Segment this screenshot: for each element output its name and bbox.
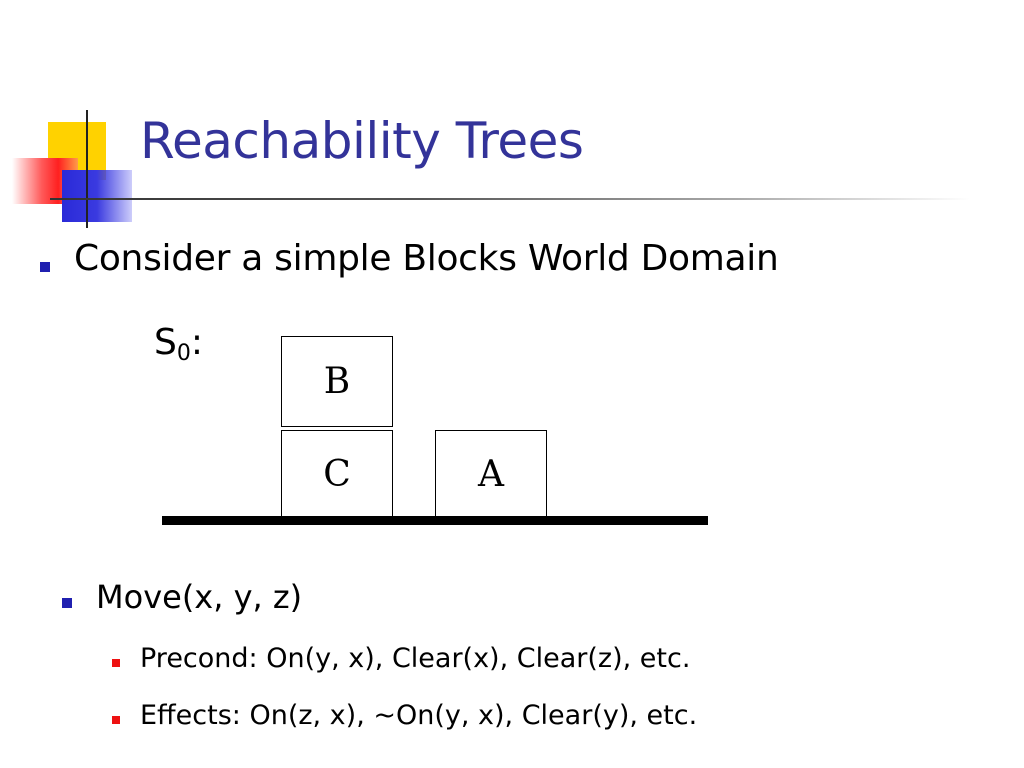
- sub-bullet-square-icon: [112, 659, 120, 667]
- state-label: S0:: [154, 322, 203, 366]
- block-c: C: [281, 430, 393, 518]
- vertical-rule: [86, 110, 88, 228]
- table-surface: [162, 516, 708, 525]
- blue-square-decoration: [62, 170, 132, 222]
- bullet-text-move: Move(x, y, z): [96, 578, 303, 616]
- state-subscript: 0: [176, 341, 191, 366]
- bullet-square-icon: [40, 262, 50, 272]
- decorative-logo-squares: [0, 100, 140, 230]
- bullet-square-icon: [62, 598, 72, 608]
- block-a: A: [435, 430, 547, 518]
- block-b: B: [281, 336, 393, 427]
- sub-bullet-square-icon: [112, 716, 120, 724]
- sub-bullet-text-effects: Effects: On(z, x), ~On(y, x), Clear(y), …: [140, 700, 698, 731]
- bullet-text-consider: Consider a simple Blocks World Domain: [74, 238, 779, 279]
- title-underline: [50, 198, 970, 200]
- sub-bullet-text-precond: Precond: On(y, x), Clear(x), Clear(z), e…: [140, 643, 691, 674]
- slide-title: Reachability Trees: [140, 112, 584, 170]
